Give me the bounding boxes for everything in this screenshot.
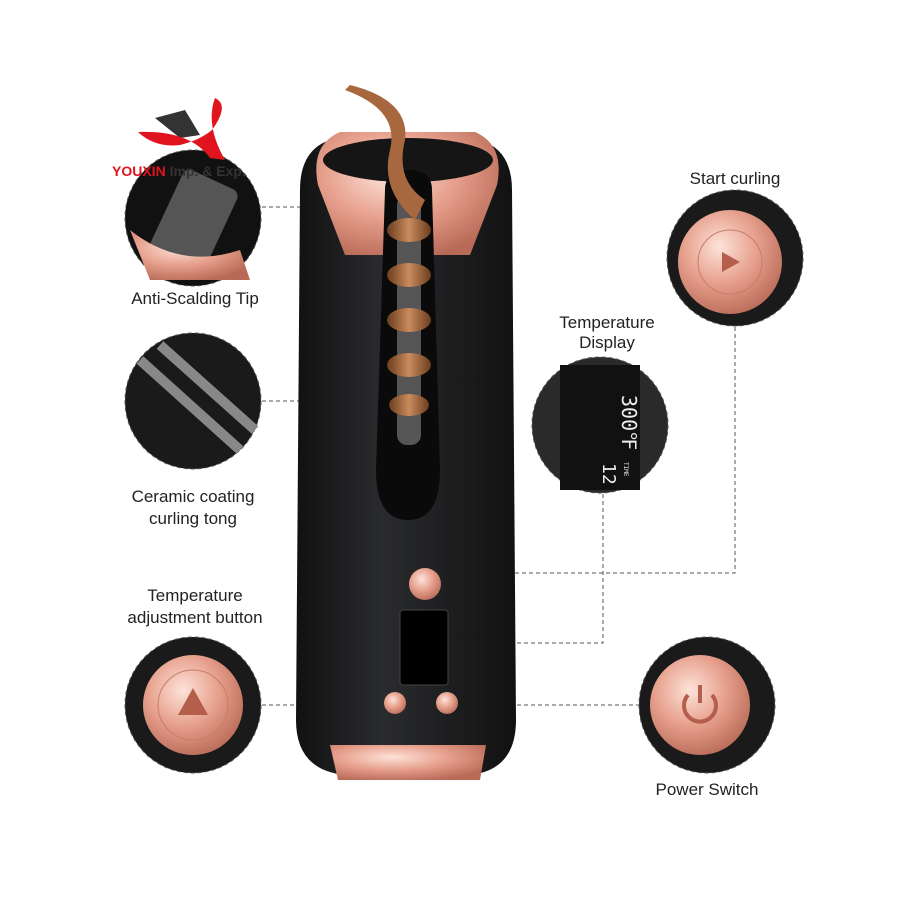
- label-temp-display-line1: Temperature: [559, 313, 655, 332]
- label-temp-adjust-line2: adjustment button: [127, 608, 263, 627]
- label-power-switch: Power Switch: [655, 780, 759, 799]
- callout-start-curling: [666, 189, 804, 327]
- up-arrow-icon: [178, 688, 208, 715]
- callout-ceramic-tong: [124, 332, 262, 470]
- display-time: 12: [598, 463, 619, 485]
- callout-anti-scalding-tip: [124, 149, 262, 287]
- label-ceramic-line1: Ceramic coating: [131, 487, 255, 506]
- callout-power-switch: [638, 636, 776, 774]
- label-start-curling: Start curling: [689, 169, 781, 188]
- label-temp-adjust-line1: Temperature: [147, 586, 243, 605]
- callout-temperature-adjustment-button: [124, 636, 262, 774]
- display-time-label: TIME: [622, 462, 629, 477]
- curler-device: [296, 85, 516, 780]
- play-icon: [722, 252, 740, 272]
- display-temperature: 300℉: [617, 395, 641, 450]
- logo-mark: [138, 98, 225, 160]
- label-anti-scalding-tip: Anti-Scalding Tip: [131, 289, 259, 308]
- logo-suffix: Imp. & Exp.: [169, 163, 246, 179]
- label-temp-display-line2: Display: [579, 333, 635, 352]
- label-ceramic-line2: curling tong: [149, 509, 237, 528]
- power-icon: [682, 693, 718, 724]
- logo-text: YOUXIN Imp. & Exp.: [112, 163, 246, 179]
- logo-brand: YOUXIN: [112, 163, 166, 179]
- callout-temperature-display: 300℉ 12 TIME: [531, 356, 669, 494]
